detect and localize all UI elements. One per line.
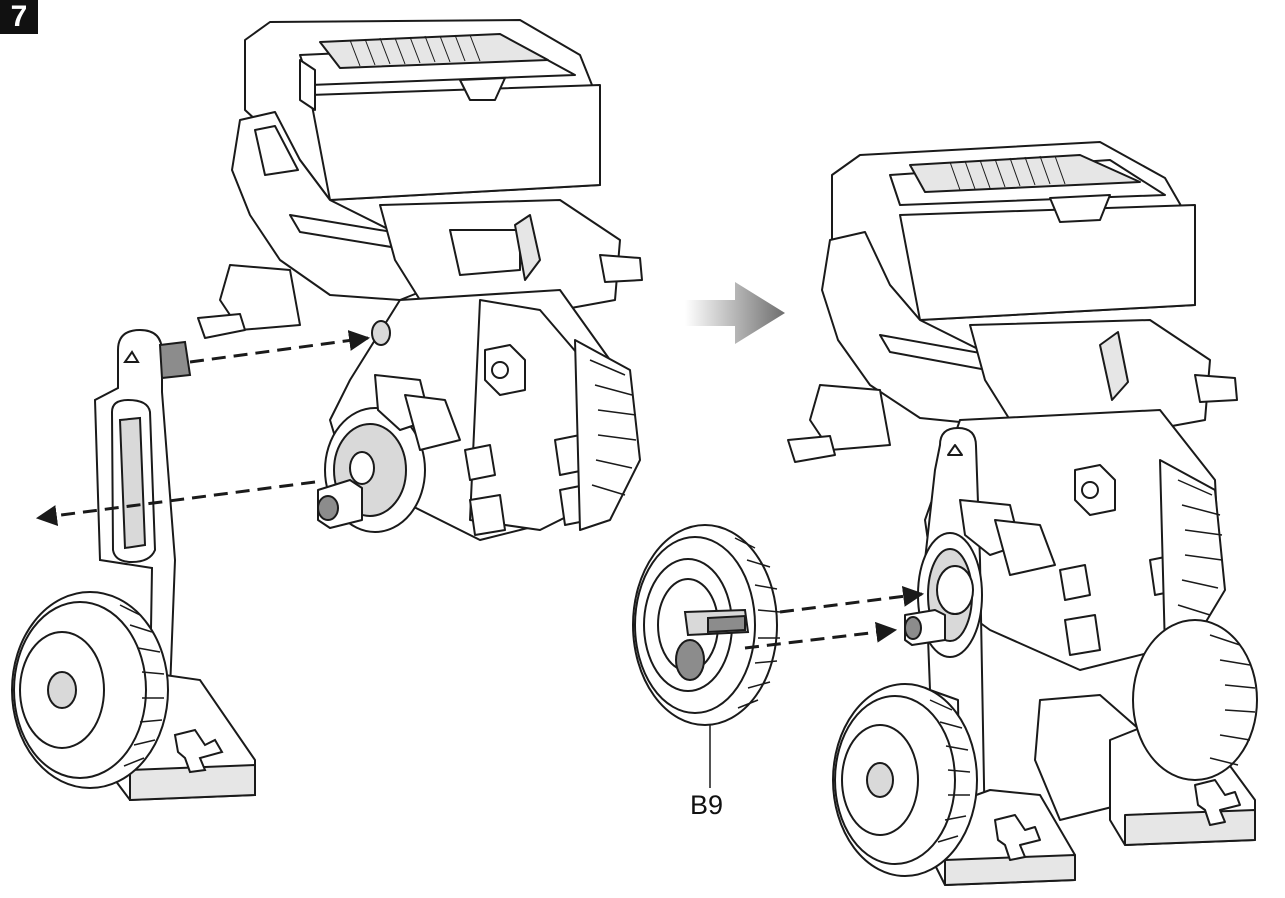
gear-b9-teeth [734, 537, 781, 709]
robot-side-plug-right [787, 374, 1238, 463]
robot-after [787, 141, 1258, 886]
wheel-back-right [1132, 619, 1258, 781]
dashed-arrow-icon [189, 330, 371, 364]
robot-head-right [831, 141, 1196, 321]
part-label-b9: B9 [690, 790, 724, 820]
insert-arrows-right [744, 585, 925, 650]
insert-arrows-left [35, 330, 371, 526]
right-arrow-icon [685, 282, 785, 344]
robot-side-plug-left [197, 264, 391, 346]
dashed-arrow-icon [779, 585, 925, 614]
wheel-left-teeth [119, 604, 165, 767]
dashed-arrow-icon [35, 480, 316, 526]
gear-b9 [632, 524, 781, 788]
robot-body-right [924, 319, 1226, 671]
robot-motor-hub-right [904, 499, 1056, 646]
robot-head-left [244, 19, 601, 201]
robot-before [197, 19, 643, 541]
robot-motor-hub-left [317, 374, 461, 533]
wheel-left [11, 591, 169, 789]
step-number-badge: 7 [0, 0, 38, 34]
dashed-arrow-icon [744, 621, 898, 650]
wheel-front-right [832, 683, 978, 877]
